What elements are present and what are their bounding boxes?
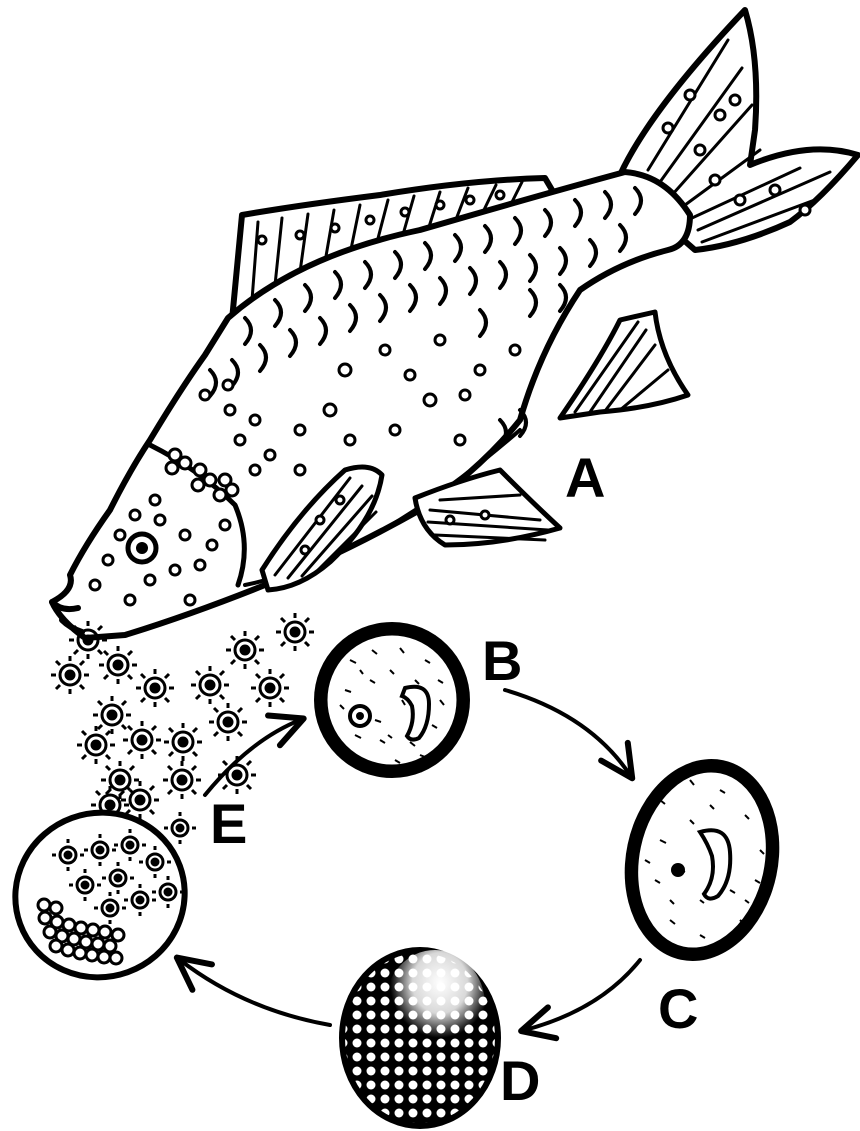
- tomites-swarm: [51, 613, 314, 824]
- label-c: C: [658, 977, 698, 1040]
- label-e: E: [210, 792, 247, 855]
- stage-b-trophont: [314, 622, 470, 778]
- arrow-e-to-b: [205, 720, 300, 795]
- label-a: A: [565, 446, 605, 509]
- arrow-d-to-e: [180, 960, 330, 1025]
- arrow-c-to-d: [525, 960, 640, 1030]
- label-b: B: [482, 629, 522, 692]
- stage-d-cyst: [342, 950, 498, 1126]
- label-d: D: [500, 1049, 540, 1112]
- arrow-b-to-c: [505, 690, 630, 775]
- anal-fin: [560, 312, 688, 418]
- stage-c-ciliate: [606, 744, 797, 975]
- stage-e-cyst-with-tomites: [0, 789, 208, 1001]
